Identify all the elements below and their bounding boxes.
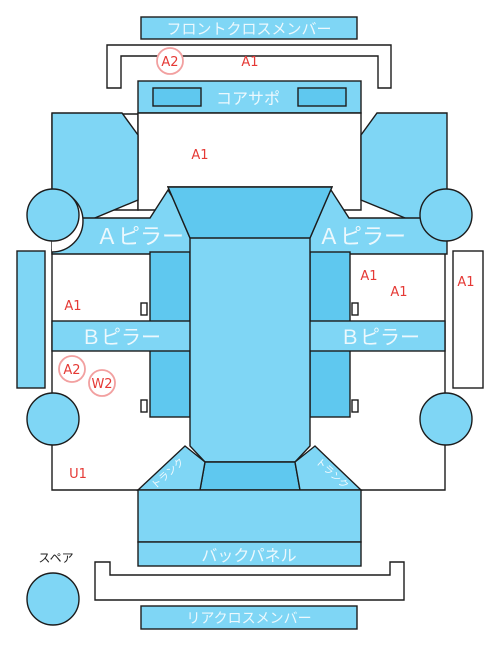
code-right-front-1[interactable]: A1: [360, 269, 377, 284]
marker-right-upper: [351, 302, 359, 316]
front-cross-member[interactable]: [140, 16, 358, 40]
b-pillar-right[interactable]: [307, 320, 446, 352]
code-right-side[interactable]: A1: [457, 275, 474, 290]
rear-cross-member-label: リアクロスメンバー: [186, 611, 311, 627]
rear-cross-member[interactable]: [140, 605, 358, 630]
b-pillar-right-label: Ｂピラー: [340, 325, 420, 349]
b-pillar-left-label: Ｂピラー: [81, 325, 161, 349]
rear-floor-panel[interactable]: [137, 489, 362, 543]
code-ring-left-rear-2: [88, 369, 116, 397]
spare-label: スペア: [38, 551, 73, 565]
core-support-left-slot: [152, 87, 202, 107]
back-panel-label: バックパネル: [201, 546, 296, 565]
front-cross-member-label: フロントクロスメンバー: [166, 20, 331, 38]
roof-front-slope: [166, 186, 334, 239]
code-left-front[interactable]: A1: [64, 299, 81, 314]
code-left-bottom[interactable]: U1: [69, 467, 87, 482]
code-front-cross-right[interactable]: A1: [241, 55, 258, 70]
code-front-area[interactable]: A1: [191, 148, 208, 163]
b-pillar-left[interactable]: [51, 320, 193, 352]
marker-left-upper: [140, 302, 148, 316]
a-pillar-right-label: Ａピラー: [318, 225, 406, 250]
code-front-cross-left[interactable]: A2: [161, 55, 178, 70]
roof-rear-strip: [199, 461, 301, 491]
core-support-label: コアサポ: [216, 89, 280, 108]
back-panel[interactable]: [137, 541, 362, 567]
code-right-front-2[interactable]: A1: [390, 285, 407, 300]
rear-bumper-bracket[interactable]: [94, 561, 405, 601]
rear-right-wheel[interactable]: [419, 392, 473, 446]
right-side-sill[interactable]: [452, 250, 484, 389]
code-left-rear-1[interactable]: A2: [63, 363, 80, 378]
spare-tire[interactable]: [26, 572, 80, 626]
marker-right-lower: [351, 399, 359, 413]
left-side-sill[interactable]: [16, 250, 46, 389]
marker-left-lower: [140, 399, 148, 413]
code-left-rear-2[interactable]: W2: [91, 377, 112, 392]
code-ring-front-cross-left: [156, 47, 184, 75]
rear-left-wheel[interactable]: [26, 392, 80, 446]
core-support-right-slot: [297, 87, 347, 107]
front-left-wheel[interactable]: [26, 188, 80, 242]
a-pillar-left-label: Ａピラー: [96, 225, 184, 250]
front-right-wheel[interactable]: [419, 188, 473, 242]
code-ring-left-rear-1: [58, 355, 86, 383]
